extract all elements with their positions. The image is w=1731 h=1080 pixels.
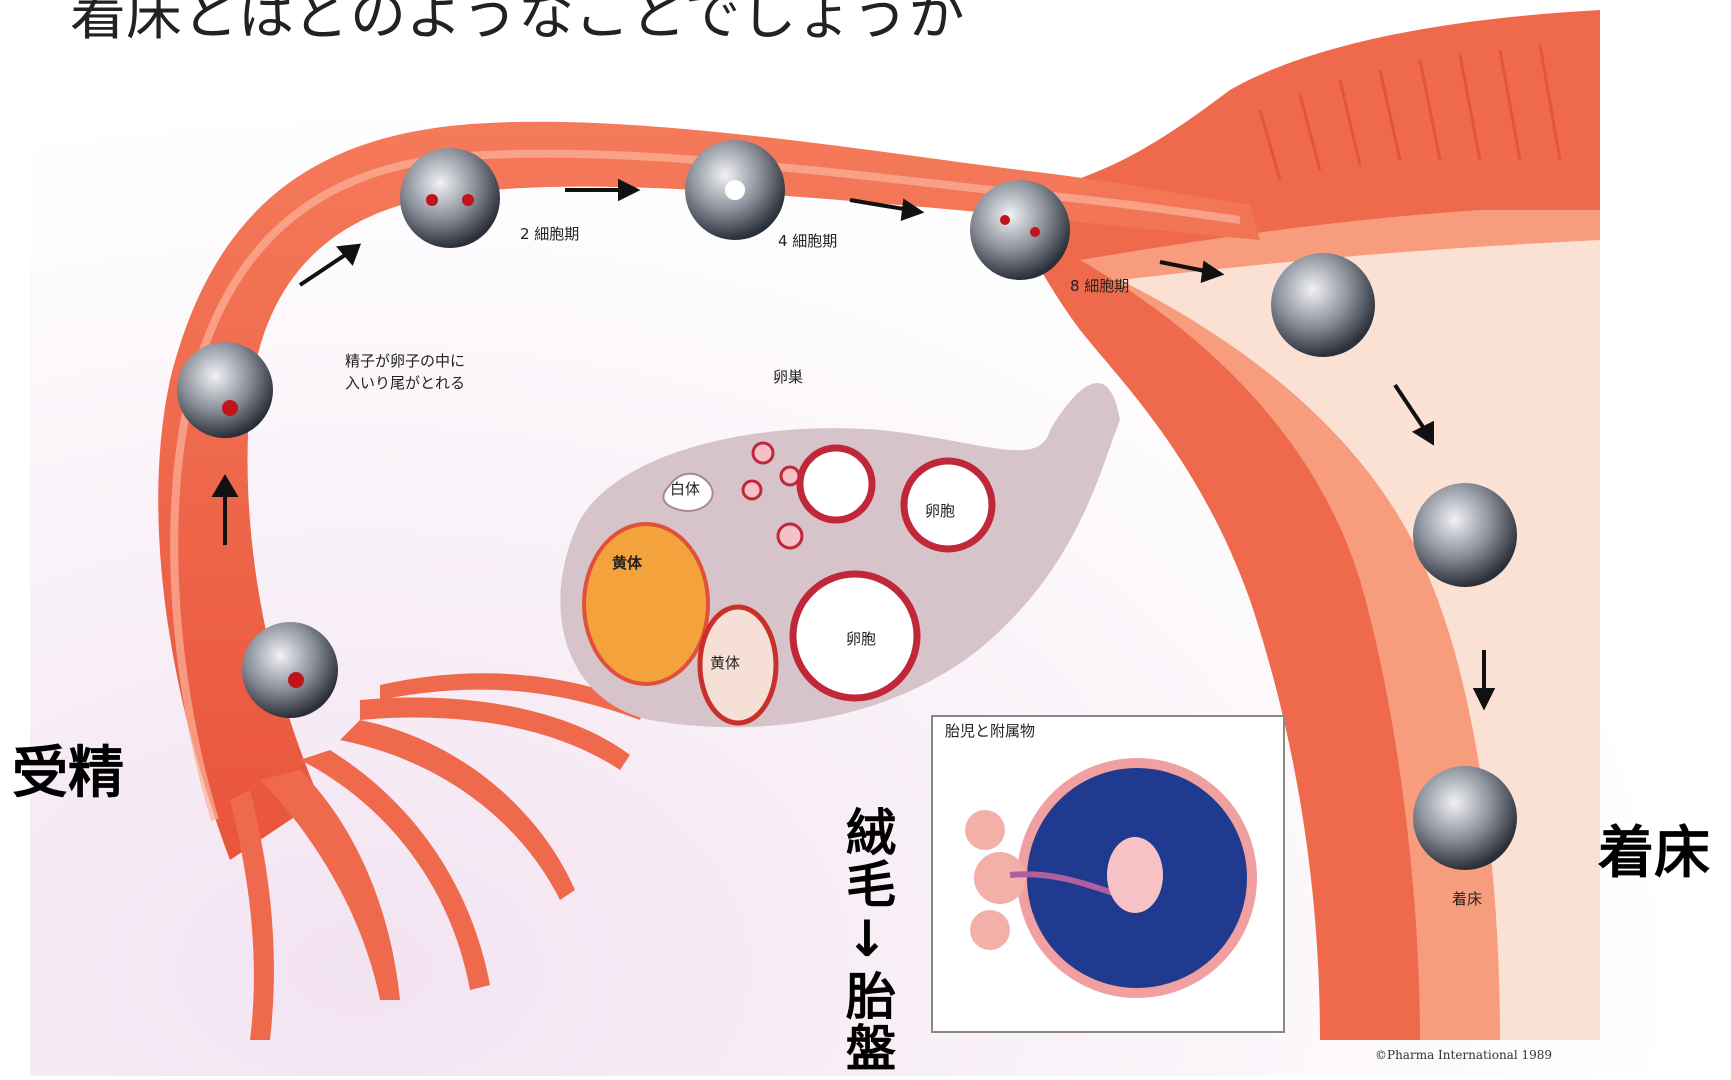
blastocyst-implanting <box>1413 766 1517 870</box>
label-fertilization: 受精 <box>12 728 124 809</box>
sperm-entering-cell <box>177 342 273 438</box>
two-cell-embryo <box>400 148 500 248</box>
corpus-luteum-shape <box>584 524 708 684</box>
morula <box>1271 253 1375 357</box>
four-cell-embryo <box>685 140 785 240</box>
label-follicle-small: 卵胞 <box>925 500 955 521</box>
label-implantation: 着床 <box>1598 808 1710 889</box>
label-two-cell: 2 細胞期 <box>520 223 579 244</box>
fertilized-egg-cell <box>242 622 338 718</box>
label-sperm-enters: 精子が卵子の中に <box>345 350 465 371</box>
label-inset-title: 胎児と附属物 <box>945 720 1035 741</box>
label-eight-cell: 8 細胞期 <box>1070 275 1129 296</box>
label-villi-to-placenta: 絨毛↓胎盤 <box>842 806 892 1074</box>
fetus-inset <box>932 716 1284 1032</box>
label-yellow-body-small: 黄体 <box>710 652 740 673</box>
label-follicle: 卵胞 <box>846 628 876 649</box>
blastocyst-1 <box>1413 483 1517 587</box>
credit-text: ©Pharma International 1989 <box>1375 1048 1552 1062</box>
label-implantation-small: 着床 <box>1452 888 1482 909</box>
label-four-cell: 4 細胞期 <box>778 230 837 251</box>
label-ovum: 卵巣 <box>773 366 803 387</box>
page-title: 着床とはどのようなことでしょうか <box>70 0 964 51</box>
label-corpus-luteum: 黄体 <box>612 552 642 573</box>
follicle-small-shape <box>800 448 872 520</box>
eight-cell-embryo <box>970 180 1070 280</box>
label-tail-detaches: 入いり尾がとれる <box>345 372 465 393</box>
label-white-body: 白体 <box>670 478 700 499</box>
